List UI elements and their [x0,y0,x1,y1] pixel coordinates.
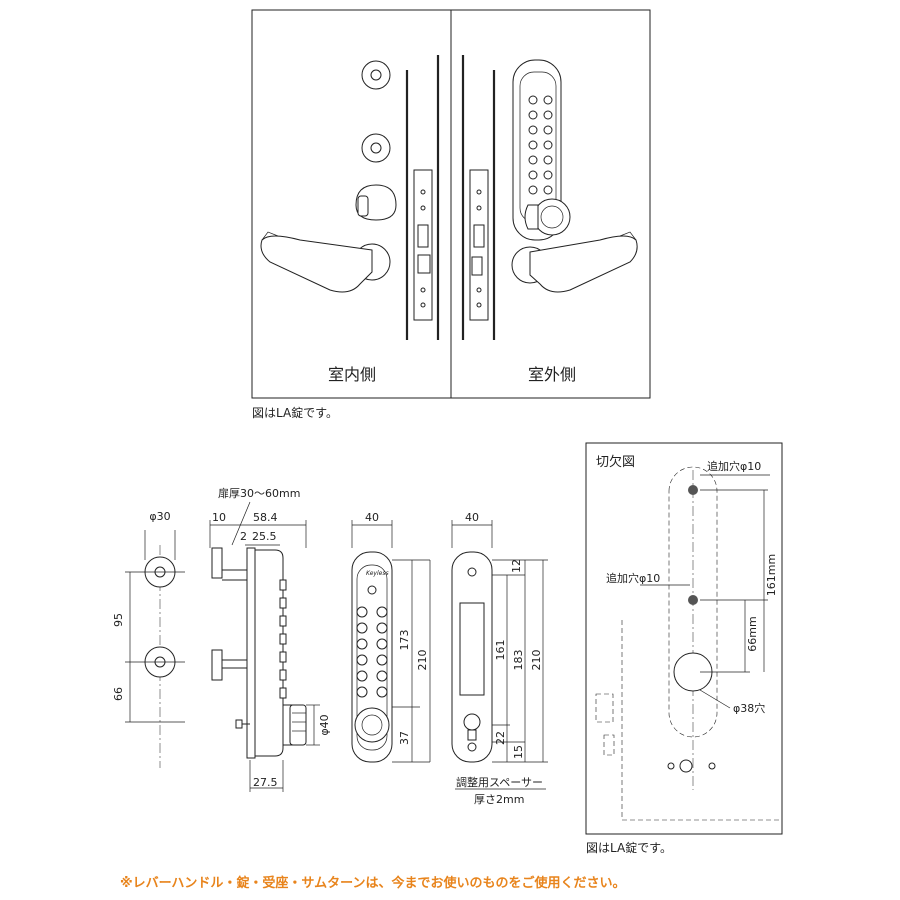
front-dim-210: 210 [416,650,429,671]
dim-27-5: 27.5 [253,776,278,789]
door-thickness-label: 扉厚30〜60mm [218,487,300,500]
inside-hole-view: φ30 95 66 [112,510,185,768]
dim-58-4: 58.4 [253,511,278,524]
footer-note: ※レバーハンドル・錠・受座・サムターンは、今までお使いのものをご使用ください。 [120,876,626,891]
label-outside: 室外側 [528,365,576,384]
spacer-thickness: 厚さ2mm [474,793,524,806]
front-brand: Keyless [366,570,389,577]
cutout-caption: 図はLA錠です。 [586,840,672,855]
front-keypad [356,606,388,698]
dim-10: 10 [212,511,226,524]
cutout-hole-main: φ38穴 [733,701,765,715]
cutout-diagram: 切欠図 追加穴φ10 追加穴φ10 161mm 66mm φ38穴 [585,442,783,835]
front-view: 40 Keyless 173 210 37 [351,511,431,763]
front-dim-37: 37 [398,731,411,745]
front-dim-40: 40 [365,511,379,524]
top-panel: 室内側 室外側 [251,9,651,399]
inside-view-illustration [260,55,440,340]
cutout-title: 切欠図 [596,454,635,470]
keypad-buttons [528,95,553,195]
back-dim-183: 183 [512,650,525,671]
top-caption: 図はLA錠です。 [252,405,338,420]
back-dim-161: 161 [494,640,507,661]
dim-25-5: 25.5 [252,530,277,543]
back-dim-12: 12 [510,559,523,573]
spacer-label: 調整用スペーサー [456,775,543,789]
outside-view-illustration [461,55,638,340]
back-dim-210: 210 [530,650,543,671]
cutout-hole-top: 追加穴φ10 [707,459,761,473]
dim-66: 66 [112,687,125,701]
dim-phi40: φ40 [318,714,331,735]
back-dim-40: 40 [465,511,479,524]
cutout-dim-161: 161mm [765,554,778,596]
cutout-hole-mid: 追加穴φ10 [606,571,660,585]
door-side-view: 扉厚30〜60mm 10 58.4 2 25.5 [209,487,331,792]
back-view: 40 12 161 183 210 22 15 調整用スペーサー 厚さ2mm [451,511,548,806]
side-buttons [279,579,287,699]
label-inside: 室内側 [328,365,376,384]
dim-2: 2 [240,530,247,543]
dim-phi30: φ30 [149,510,170,523]
cutout-dim-66: 66mm [746,616,759,651]
front-dim-173: 173 [398,630,411,651]
back-dim-15: 15 [512,745,525,759]
dim-95: 95 [112,613,125,627]
back-dim-22: 22 [494,731,507,745]
